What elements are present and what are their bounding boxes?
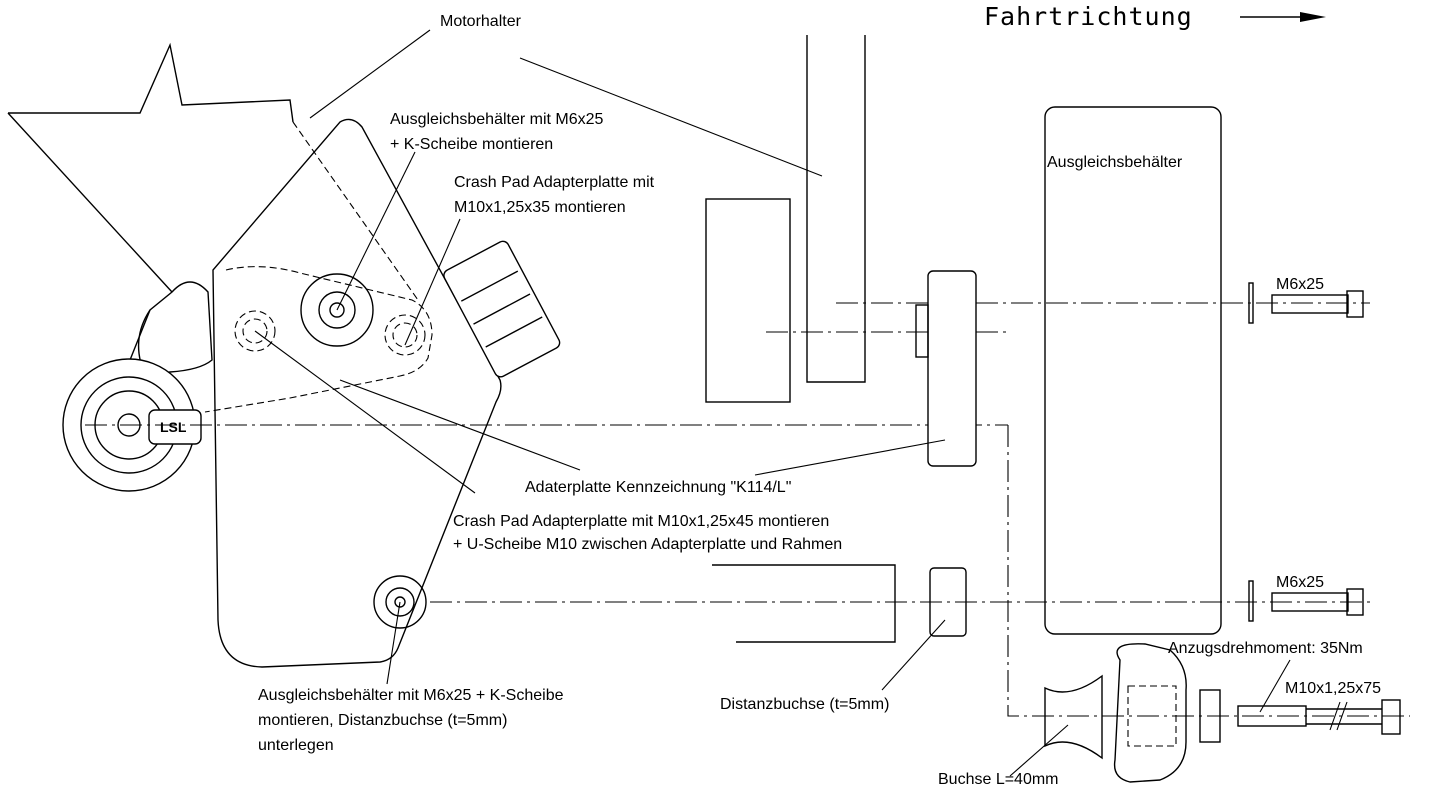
leader-distanzbuchse xyxy=(881,619,946,691)
tank-mount-hole-ring xyxy=(318,291,356,329)
crash-pad-insert xyxy=(1127,685,1177,747)
label-buchse: Buchse L=40mm xyxy=(938,771,1059,788)
leader-marking-right xyxy=(754,439,946,476)
expansion-tank xyxy=(1044,106,1222,635)
washer-top xyxy=(1248,282,1254,324)
bolt-top-head xyxy=(1346,290,1364,318)
label-tank-top-line2: + K-Scheibe montieren xyxy=(390,136,553,153)
crash-pad-stub xyxy=(443,240,561,378)
label-crash-top-line2: M10x1,25x35 montieren xyxy=(454,199,626,216)
frame-lug-edge xyxy=(129,309,151,361)
crash-pad-body-side xyxy=(1113,643,1187,783)
label-motorhalter: Motorhalter xyxy=(440,13,522,30)
label-tank-bottom-line1: Ausgleichsbehälter mit M6x25 + K-Scheibe xyxy=(258,687,564,704)
crash-pad-hole-top-outer xyxy=(384,314,426,356)
bolt-bottom-head xyxy=(1381,699,1401,735)
annotations: Motorhalter Ausgleichsbehälter mit M6x25… xyxy=(258,13,1381,788)
crash-pad-plate-side xyxy=(705,198,791,403)
crash-pad-hole-left-inner xyxy=(242,318,268,344)
direction-indicator: Fahrtrichtung xyxy=(984,2,1326,31)
leader-tank-bottom xyxy=(386,601,401,685)
label-crash-bottom-line2: + U-Scheibe M10 zwischen Adapterplatte u… xyxy=(453,536,842,553)
label-torque: Anzugsdrehmoment: 35Nm xyxy=(1168,640,1363,657)
label-adapter-marking: Adaterplatte Kennzeichnung "K114/L" xyxy=(525,479,791,496)
bolt-mid-shank xyxy=(1271,592,1349,612)
bolt-mid-head xyxy=(1346,588,1364,616)
plate-logo-text: LSL xyxy=(160,419,187,435)
label-distanzbuchse: Distanzbuchse (t=5mm) xyxy=(720,696,889,713)
label-bolt-bottom: M10x1,25x75 xyxy=(1285,680,1381,697)
label-bolt-top: M6x25 xyxy=(1276,276,1324,293)
adapter-plate-boss xyxy=(915,304,929,358)
spacer-tube xyxy=(712,564,896,643)
adapter-plate-hidden-contour xyxy=(204,266,433,413)
tank-mount-hole-outer xyxy=(300,273,374,347)
leader-crash-top xyxy=(404,218,461,346)
motor-mount-edge xyxy=(7,112,173,293)
tank-mount-hole-bore xyxy=(329,302,345,318)
bolt-break-mark-2 xyxy=(1336,701,1348,731)
motor-mount-break-line xyxy=(8,42,294,123)
crash-pad-rib-2 xyxy=(473,293,531,325)
washer-bottom xyxy=(1199,689,1221,743)
lower-mount-hole-bore xyxy=(394,596,406,608)
adapter-plate-outline xyxy=(212,118,502,668)
adapter-plate-side xyxy=(927,270,977,467)
crash-pad-rib-1 xyxy=(460,270,519,302)
lower-mount-hole-outer xyxy=(373,575,427,629)
crash-pad-hole-left-outer xyxy=(234,310,276,352)
label-expansion-tank: Ausgleichsbehälter xyxy=(1047,154,1183,171)
washer-mid xyxy=(1248,580,1254,622)
bushing-sleeve xyxy=(1044,674,1103,760)
crash-pad-rib-3 xyxy=(485,316,543,348)
leader-motorhalter-right xyxy=(519,57,823,177)
label-crash-bottom-line1: Crash Pad Adapterplatte mit M10x1,25x45 … xyxy=(453,513,829,530)
bolt-break-mark-1 xyxy=(1329,701,1341,731)
frame-lug xyxy=(137,281,213,376)
leader-motorhalter-left xyxy=(309,29,431,119)
label-tank-top-line1: Ausgleichsbehälter mit M6x25 xyxy=(390,111,604,128)
label-bolt-mid: M6x25 xyxy=(1276,574,1324,591)
plate-logo-tag xyxy=(148,409,202,445)
label-tank-bottom-line3: unterlegen xyxy=(258,737,334,754)
leader-marking-left xyxy=(339,379,581,471)
direction-label: Fahrtrichtung xyxy=(984,2,1193,31)
exploded-parts xyxy=(705,35,1401,783)
label-crash-top-line1: Crash Pad Adapterplatte mit xyxy=(454,174,655,191)
motor-mount-side-view xyxy=(806,35,866,383)
crash-pad-hole-top-inner xyxy=(392,322,418,348)
bolt-top-shank xyxy=(1271,294,1349,314)
direction-arrow-head xyxy=(1300,12,1326,22)
spacer-bushing xyxy=(929,567,967,637)
leader-lines xyxy=(254,29,1291,777)
center-line-bushing xyxy=(1007,425,1410,717)
lower-mount-hole-ring xyxy=(385,587,415,617)
leader-buchse xyxy=(1009,724,1069,777)
leader-torque xyxy=(1259,659,1291,713)
bolt-bottom-thread xyxy=(1237,705,1307,727)
leader-tank-top xyxy=(336,151,416,311)
label-tank-bottom-line2: montieren, Distanzbuchse (t=5mm) xyxy=(258,712,507,729)
leader-crash-bottom xyxy=(254,330,476,494)
